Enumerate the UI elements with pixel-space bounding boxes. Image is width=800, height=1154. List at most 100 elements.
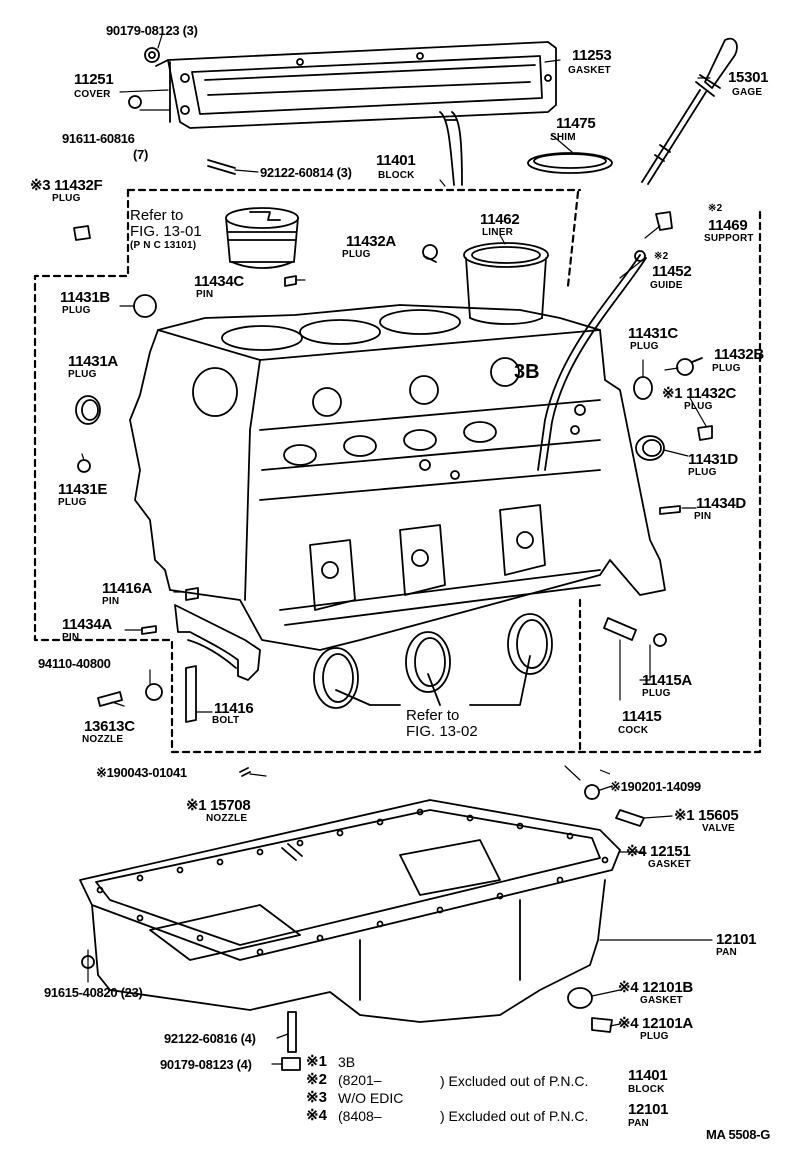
callout-12101b: ※4 12101B <box>618 979 693 996</box>
callout-11475-name: SHIM <box>550 132 576 143</box>
bearing-shells-shape <box>313 613 553 709</box>
callout-11251-name: COVER <box>74 89 111 100</box>
callout-11431c-name: PLUG <box>630 341 659 352</box>
callout-11469-mark: ※2 <box>708 203 723 214</box>
ref-fig-13-01-line2: FIG. 13-01 <box>130 223 202 240</box>
callout-11415: 11415 <box>622 708 662 725</box>
ref-fig-13-02-line2: FIG. 13-02 <box>406 723 478 740</box>
callout-11434d: 11434D <box>696 495 746 512</box>
callout-11431d-name: PLUG <box>688 467 717 478</box>
legend-1-text: 3B <box>338 1054 356 1070</box>
legend-4-text: (8408– <box>338 1108 382 1124</box>
callout-11415a: 11415A <box>642 672 692 689</box>
callout-13613c-name: NOZZLE <box>82 734 124 745</box>
liner-11462-shape <box>463 242 549 325</box>
callout-15301-name: GAGE <box>732 87 763 98</box>
callout-94110-40800: 94110-40800 <box>38 656 111 671</box>
callout-12151: ※4 12151 <box>626 843 691 860</box>
callout-15708-name: NOZZLE <box>206 813 248 824</box>
callout-11401: 11401 <box>376 152 416 169</box>
legend-3-mark: ※3 <box>306 1089 327 1106</box>
callout-90201-14099: ※190201-14099 <box>610 779 701 794</box>
callout-11434a-name: PIN <box>62 632 80 643</box>
callout-11434c: 11434C <box>194 273 244 290</box>
piston-shape <box>225 207 299 269</box>
callout-91615-40820: 91615-40820 (23) <box>44 985 143 1000</box>
block-11401-shape <box>129 304 666 651</box>
legend-excluded-1-name: BLOCK <box>628 1084 665 1095</box>
callout-11431b: 11431B <box>60 289 110 306</box>
callout-11416a: 11416A <box>102 580 152 597</box>
tube-shape <box>439 111 463 186</box>
callout-90179-08123-bottom: 90179-08123 (4) <box>160 1057 252 1072</box>
legend-1-mark: ※1 <box>306 1053 327 1070</box>
callout-11431a: 11431A <box>68 353 118 370</box>
callout-15605: ※1 15605 <box>674 807 739 824</box>
figure-code: MA 5508-G <box>706 1127 771 1142</box>
callout-11462-name: LINER <box>482 227 513 238</box>
callout-11416: 11416 <box>214 700 254 717</box>
callout-90179-08123-top: 90179-08123 (3) <box>106 23 198 38</box>
callout-11469: 11469 <box>708 217 748 234</box>
legend-excluded-1-number: 11401 <box>628 1067 668 1084</box>
small-parts <box>73 211 713 1071</box>
callout-11253-name: GASKET <box>568 65 611 76</box>
callout-11416a-name: PIN <box>102 596 120 607</box>
callout-11432c-name: PLUG <box>684 401 713 412</box>
callout-13613c: 13613C <box>84 718 135 735</box>
callout-11415a-name: PLUG <box>642 688 671 699</box>
callout-92122-60814: 92122-60814 (3) <box>260 165 352 180</box>
callout-11452-name: GUIDE <box>650 280 683 291</box>
callout-11415-name: COCK <box>618 725 649 736</box>
callout-11251: 11251 <box>74 71 114 88</box>
callout-11452: 11452 <box>652 263 692 280</box>
legend-3-text: W/O EDIC <box>338 1090 404 1106</box>
legend-4-mark: ※4 <box>306 1107 327 1124</box>
cover-11251-shape <box>155 41 557 129</box>
callout-11431a-name: PLUG <box>68 369 97 380</box>
callout-11416-name: BOLT <box>212 715 240 726</box>
callout-11432b: 11432B <box>714 346 764 363</box>
gage-15301-shape <box>641 37 738 185</box>
callout-11469-name: SUPPORT <box>704 233 754 244</box>
callout-12101-name: PAN <box>716 947 737 958</box>
callout-11475: 11475 <box>556 115 596 132</box>
callout-11253: 11253 <box>572 47 612 64</box>
callout-11431d: 11431D <box>688 451 738 468</box>
legend-excluded-2-name: PAN <box>628 1118 649 1129</box>
block-3b-mark: 3B <box>514 361 540 383</box>
callout-15708: ※1 15708 <box>186 797 251 814</box>
legend-excluded-2-number: 12101 <box>628 1101 669 1118</box>
oil-pan-12101-shape <box>79 799 621 1023</box>
guide-11452-shape <box>537 254 647 471</box>
callout-11432b-name: PLUG <box>712 363 741 374</box>
callout-11432c: ※1 11432C <box>662 385 737 402</box>
callout-12101a-name: PLUG <box>640 1031 669 1042</box>
callout-11431e-name: PLUG <box>58 497 87 508</box>
callout-11434c-name: PIN <box>196 289 214 300</box>
callout-11432f: ※3 11432F <box>30 177 103 194</box>
callout-11432f-name: PLUG <box>52 193 81 204</box>
bearing-cap-shape <box>174 604 261 723</box>
callout-15301: 15301 <box>728 69 769 86</box>
callout-12101b-name: GASKET <box>640 995 683 1006</box>
callout-91611-qty: (7) <box>133 147 148 162</box>
callout-90043-01041: ※190043-01041 <box>96 765 187 780</box>
legend-2-mark: ※2 <box>306 1071 327 1088</box>
ref-fig-13-01-line1: Refer to <box>130 207 184 224</box>
callout-11401-name: BLOCK <box>378 170 415 181</box>
callout-11434a: 11434A <box>62 616 112 633</box>
ref-fig-13-02-line1: Refer to <box>406 707 460 724</box>
callout-15605-name: VALVE <box>702 823 735 834</box>
cover-bolts <box>128 47 236 175</box>
legend-excluded-1-text: ) Excluded out of P.N.C. <box>440 1073 589 1089</box>
callout-11434d-name: PIN <box>694 511 712 522</box>
callout-11432a: 11432A <box>346 233 396 250</box>
callout-11462: 11462 <box>480 211 520 228</box>
callout-11432a-name: PLUG <box>342 249 371 260</box>
callout-12101a: ※4 12101A <box>618 1015 693 1032</box>
callout-11452-mark: ※2 <box>654 251 669 262</box>
callout-12101: 12101 <box>716 931 757 948</box>
